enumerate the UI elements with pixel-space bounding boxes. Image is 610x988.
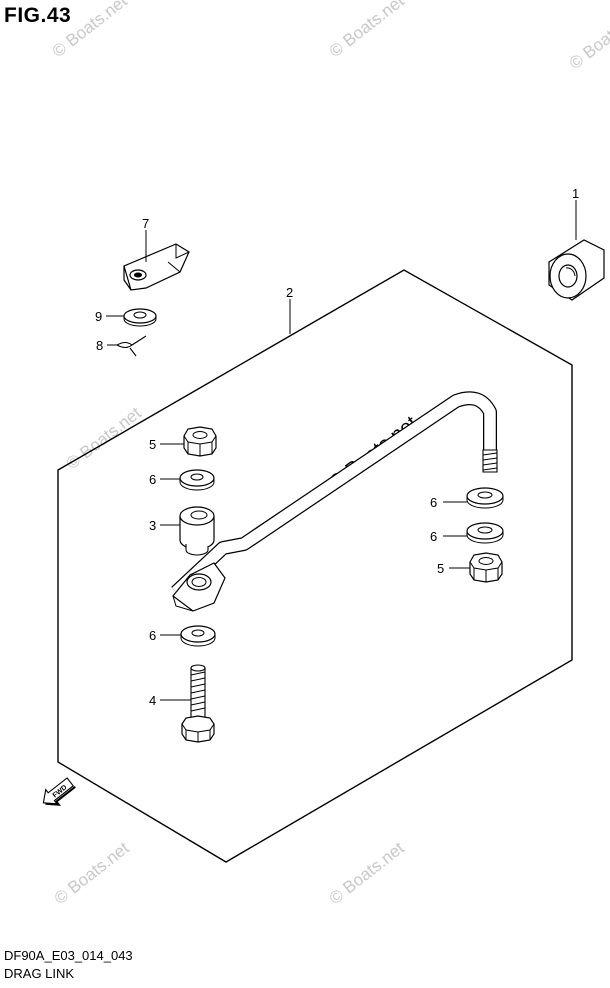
part-5-nut-left xyxy=(183,426,217,457)
figure-name: DRAG LINK xyxy=(4,966,75,981)
figure-code: DF90A_E03_014_043 xyxy=(4,948,133,963)
callout-8: 8 xyxy=(96,338,103,353)
part-8-cotter-pin xyxy=(115,335,147,357)
kit-outline-box xyxy=(57,269,573,863)
figure-title: FIG.43 xyxy=(4,4,72,27)
callout-6-left-upper: 6 xyxy=(149,472,156,487)
watermark-top-left: © Boats.net xyxy=(49,0,131,61)
part-1-bushing xyxy=(548,239,605,301)
callout-6-right-upper: 6 xyxy=(430,495,437,510)
callout-9: 9 xyxy=(95,309,102,324)
watermark-mid-left: © Boats.net xyxy=(63,403,145,473)
callout-4: 4 xyxy=(149,693,156,708)
part-2-drag-link-rod xyxy=(171,391,498,612)
watermark-top-center: © Boats.net xyxy=(326,0,408,61)
part-4-bolt xyxy=(181,664,215,743)
leader-lines xyxy=(106,200,577,701)
part-7-clip xyxy=(123,243,190,291)
callout-6-left-lower: 6 xyxy=(149,628,156,643)
callout-1: 1 xyxy=(572,186,579,201)
part-5-nut-right xyxy=(469,552,503,583)
part-6-washer-right-lower xyxy=(466,522,504,544)
watermark-bottom-left: © Boats.net xyxy=(51,838,133,908)
watermark-top-right: © Boats.net xyxy=(566,3,610,73)
watermarks: © Boats.net © Boats.net © Boats.net © Bo… xyxy=(49,0,610,908)
part-6-washer-left-lower xyxy=(180,625,216,647)
part-6-washer-right-upper xyxy=(466,487,504,509)
callout-5-left: 5 xyxy=(149,437,156,452)
callout-5-right: 5 xyxy=(437,561,444,576)
callout-numbers: 1 2 7 9 8 5 6 3 6 4 6 6 5 xyxy=(95,186,579,708)
part-6-washer-left-upper xyxy=(179,469,215,491)
part-9-washer xyxy=(123,308,157,327)
watermark-bottom-center: © Boats.net xyxy=(326,838,408,908)
callout-6-right-lower: 6 xyxy=(430,529,437,544)
part-3-collar xyxy=(179,506,215,556)
fwd-arrow-icon: FWD xyxy=(42,777,76,806)
callout-7: 7 xyxy=(142,216,149,231)
callout-2: 2 xyxy=(286,285,293,300)
callout-3: 3 xyxy=(149,518,156,533)
